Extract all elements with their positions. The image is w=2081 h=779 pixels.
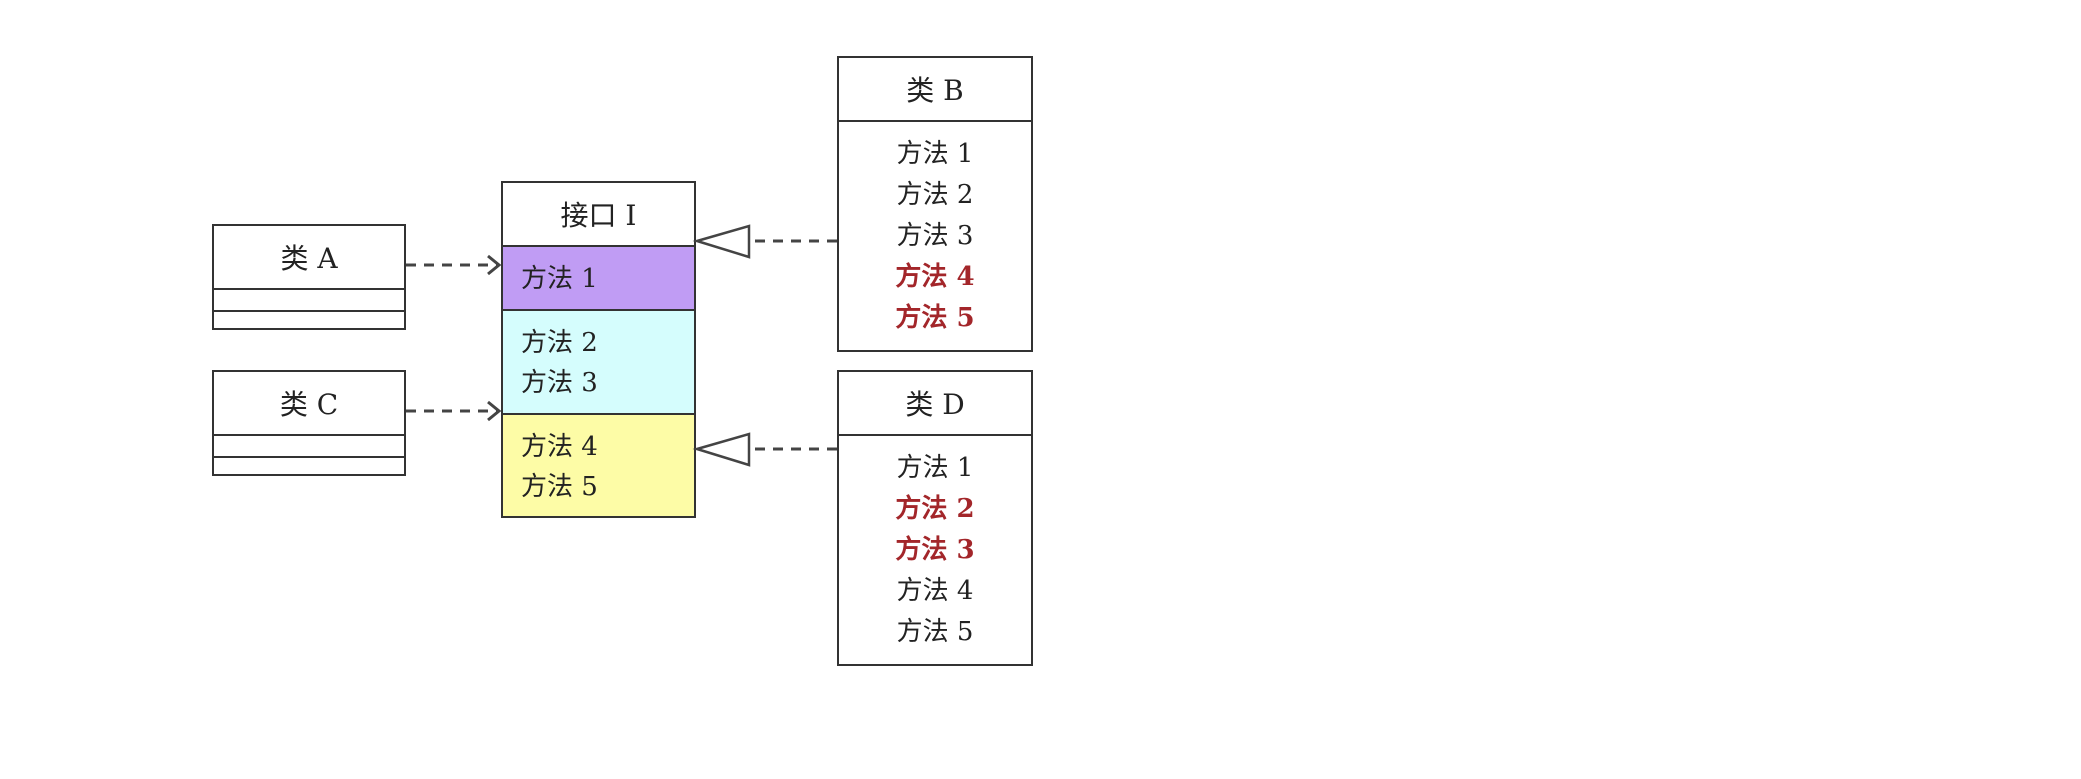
class-d-title: 类 D [839, 372, 1031, 436]
class-d-method-list: 方法 1 方法 2 方法 3 方法 4 方法 5 [839, 440, 1031, 653]
class-d-method-highlighted: 方法 2 [895, 494, 975, 524]
class-b-method-highlighted: 方法 4 [895, 262, 975, 292]
class-c-title: 类 C [214, 372, 404, 436]
interface-method: 方法 1 [521, 264, 598, 294]
interface-i-box: 接口 I 方法 1 方法 2 方法 3 方法 4 方法 5 [501, 181, 696, 518]
interface-section-3: 方法 4 方法 5 [503, 415, 694, 516]
interface-method: 方法 4 [521, 432, 598, 462]
class-b-box: 类 B 方法 1 方法 2 方法 3 方法 4 方法 5 [837, 56, 1033, 352]
class-b-method-highlighted: 方法 5 [895, 303, 975, 333]
class-d-method: 方法 4 [896, 576, 974, 606]
class-c-divider [214, 456, 404, 458]
class-d-method: 方法 5 [896, 617, 974, 647]
hollow-triangle-icon [692, 432, 751, 467]
class-b-method-list: 方法 1 方法 2 方法 3 方法 4 方法 5 [839, 126, 1031, 339]
class-a-box: 类 A [212, 224, 406, 330]
interface-section-2: 方法 2 方法 3 [503, 311, 694, 415]
class-d-box: 类 D 方法 1 方法 2 方法 3 方法 4 方法 5 [837, 370, 1033, 666]
interface-i-title: 接口 I [503, 183, 694, 247]
interface-method: 方法 3 [521, 368, 598, 398]
interface-section-1: 方法 1 [503, 247, 694, 311]
interface-method: 方法 2 [521, 328, 598, 358]
class-b-method: 方法 2 [896, 180, 974, 210]
class-a-divider [214, 310, 404, 312]
class-d-method-highlighted: 方法 3 [895, 535, 975, 565]
class-a-title: 类 A [214, 226, 404, 290]
class-d-method: 方法 1 [896, 453, 974, 483]
class-b-method: 方法 1 [896, 139, 974, 169]
class-c-box: 类 C [212, 370, 406, 476]
class-b-title: 类 B [839, 58, 1031, 122]
class-b-method: 方法 3 [896, 221, 974, 251]
hollow-triangle-icon [692, 224, 751, 259]
open-arrowhead-icon [487, 254, 502, 276]
interface-method: 方法 5 [521, 472, 598, 502]
open-arrowhead-icon [487, 400, 502, 422]
